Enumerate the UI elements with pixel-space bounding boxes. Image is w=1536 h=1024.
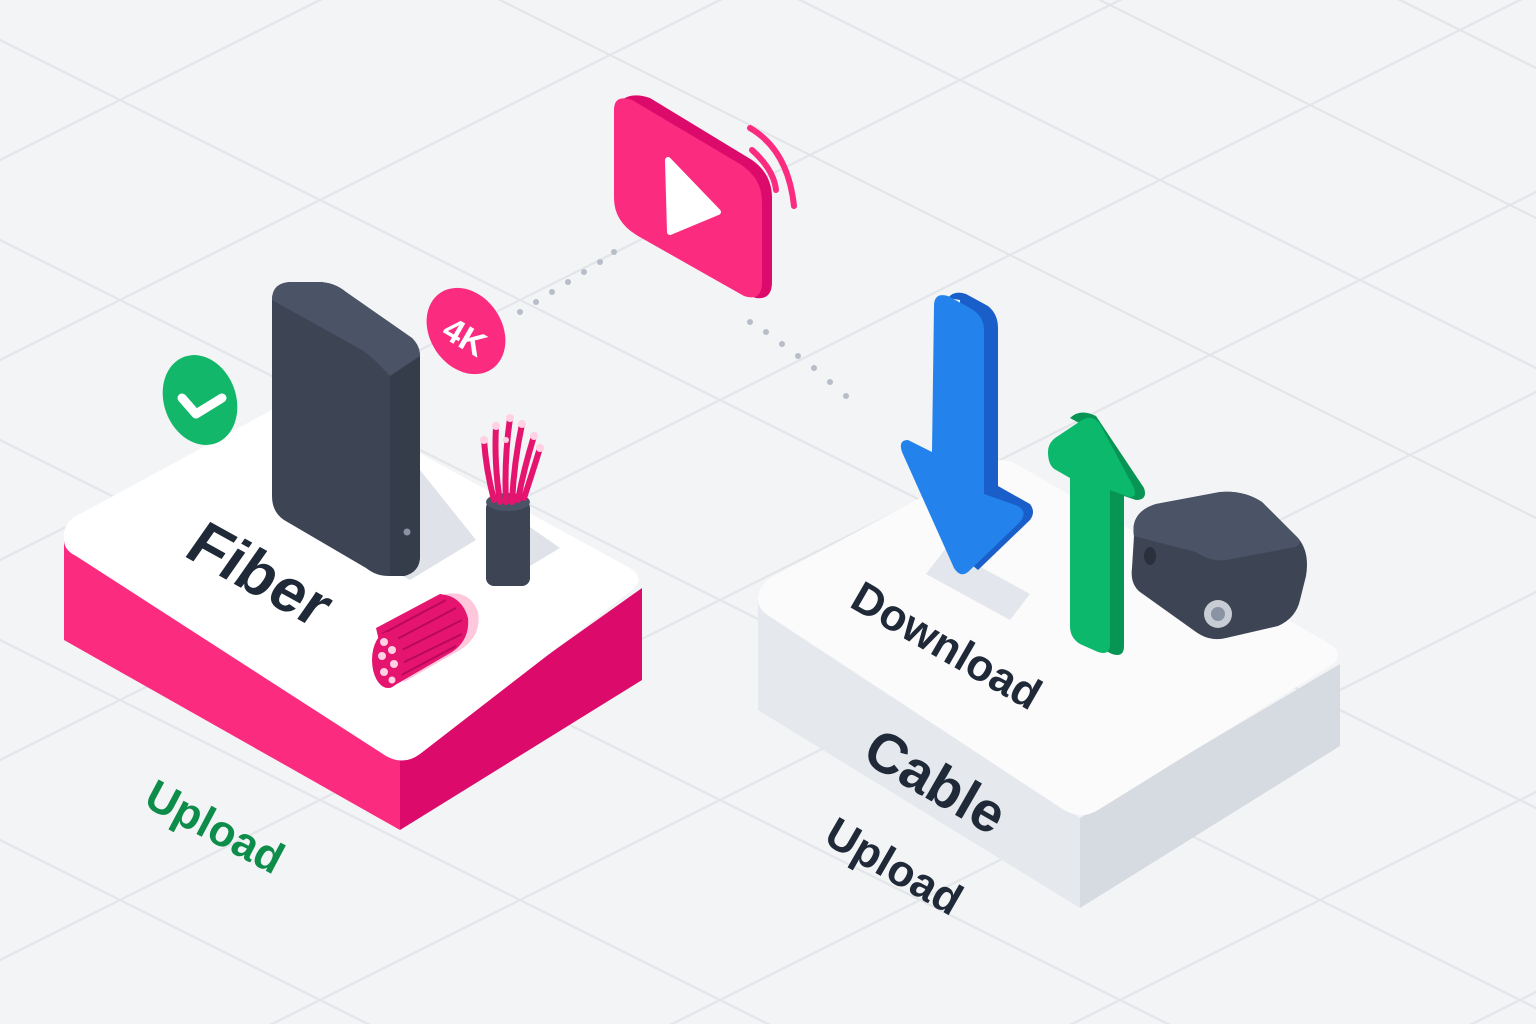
cable-platform <box>758 460 1340 908</box>
cable-modem-icon <box>1131 491 1307 640</box>
broadcast-waves-icon <box>747 125 797 209</box>
fiber-bundle-icon <box>372 593 479 688</box>
video-play-icon <box>614 95 797 299</box>
download-arrow-icon <box>900 292 1033 620</box>
fiber-platform-left-face <box>64 540 400 830</box>
4k-badge: 4K <box>426 287 506 375</box>
fiber-platform <box>63 396 642 830</box>
fiber-strands-cup-icon <box>480 414 560 586</box>
cable-platform-top-face <box>758 460 1338 815</box>
upload-arrow-icon <box>1048 412 1145 655</box>
dotted-connector-right <box>747 319 849 399</box>
dotted-connector-left <box>517 249 617 315</box>
check-badge-icon <box>162 355 238 445</box>
fiber-upload-label: Upload <box>137 771 292 884</box>
router-device-icon <box>272 282 476 580</box>
fiber-platform-top-face <box>63 396 639 761</box>
cable-platform-right-face <box>1080 664 1340 908</box>
fiber-platform-right-face <box>400 588 642 830</box>
cable-platform-left-face <box>758 600 1080 908</box>
